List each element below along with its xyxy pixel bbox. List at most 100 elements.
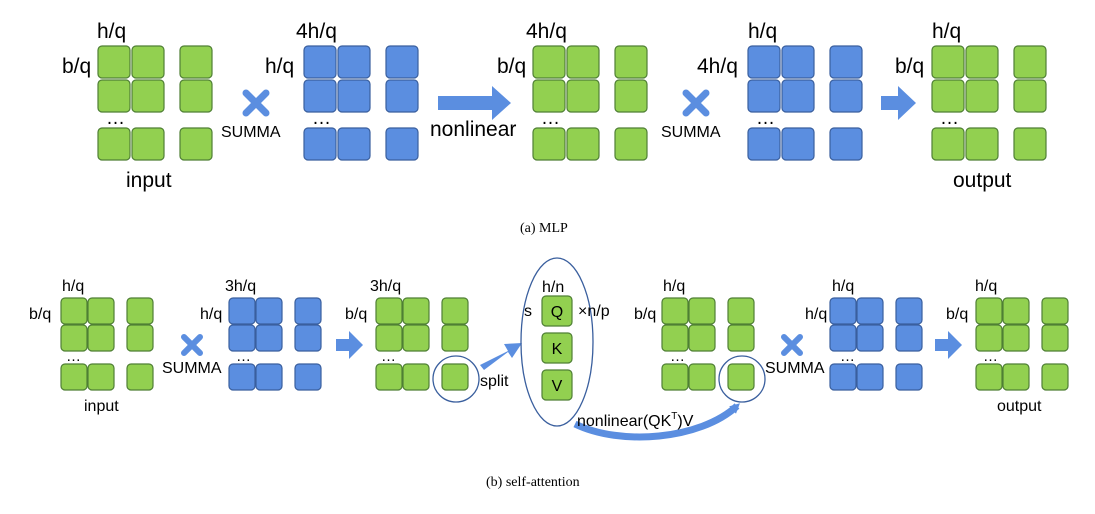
attention-summa-2-label: SUMMA [765, 360, 825, 377]
matrix-block [965, 45, 999, 79]
matrix-block [856, 297, 884, 325]
matrix-block [402, 363, 430, 391]
matrix-block [375, 363, 403, 391]
matrix-block [781, 127, 815, 161]
matrix-block [781, 79, 815, 113]
matrix-block [856, 324, 884, 352]
matrix-block [228, 363, 256, 391]
attention-output-side-label: b/q [946, 306, 968, 323]
mlp-input-dots: … [106, 108, 125, 129]
matrix-block [1041, 324, 1069, 352]
matrix-block [87, 324, 115, 352]
matrix-block [1041, 297, 1069, 325]
matrix-block [747, 45, 781, 79]
matrix-block [566, 127, 600, 161]
matrix-block [661, 363, 689, 391]
matrix-block [829, 324, 857, 352]
matrix-block [747, 127, 781, 161]
matrix-block [441, 324, 469, 352]
matrix-block [126, 324, 154, 352]
matrix-block [126, 297, 154, 325]
matrix-block [829, 363, 857, 391]
attention-output-dots: … [983, 348, 998, 365]
matrix-block [337, 45, 371, 79]
matrix-block [294, 363, 322, 391]
attention-output-label: output [997, 398, 1042, 415]
attention-output-top-label: h/q [975, 278, 997, 295]
matrix-block [781, 45, 815, 79]
matrix-block [532, 127, 566, 161]
mlp-summa-2-label: SUMMA [661, 124, 721, 141]
matrix-block [255, 297, 283, 325]
matrix-block [614, 45, 648, 79]
matrix-block [661, 297, 689, 325]
attention-qkv-matrix [375, 297, 469, 391]
matrix-block [566, 79, 600, 113]
attention-split-label: split [480, 373, 509, 390]
matrix-block [895, 297, 923, 325]
mlp-weight-matrix-1 [303, 45, 419, 161]
attention-k-block: K [541, 332, 573, 364]
attention-k-label: K [552, 341, 563, 358]
matrix-block [1041, 363, 1069, 391]
attention-qkv-top-label: 3h/q [370, 278, 401, 295]
matrix-block [179, 127, 213, 161]
matrix-block [441, 297, 469, 325]
matrix-block [829, 297, 857, 325]
matrix-block [385, 45, 419, 79]
attention-input-top-label: h/q [62, 278, 84, 295]
matrix-block [1002, 324, 1030, 352]
mlp-summa-1-x-cross-icon [242, 89, 270, 117]
matrix-block [688, 324, 716, 352]
attention-qkv-heads-ellipse [520, 257, 594, 427]
matrix-block [87, 363, 115, 391]
mlp-output-top-label: h/q [932, 20, 961, 43]
matrix-block [532, 45, 566, 79]
mlp-input-matrix [97, 45, 213, 161]
matrix-block [228, 297, 256, 325]
matrix-block [441, 363, 469, 391]
mlp-weight-matrix-2 [747, 45, 863, 161]
matrix-block [532, 79, 566, 113]
mlp-w1-dots: … [312, 108, 331, 129]
matrix-block [688, 297, 716, 325]
mlp-w1-side-label: h/q [265, 55, 294, 78]
matrix-block [131, 79, 165, 113]
matrix-block [385, 127, 419, 161]
attention-context-top-label: h/q [663, 278, 685, 295]
matrix-block [97, 45, 131, 79]
attention-v-label: V [552, 378, 563, 395]
attention-nonlinear-curved-arrow-icon [573, 403, 740, 441]
attention-summa-2-x-cross-icon [781, 334, 803, 356]
mlp-input-side-label: b/q [62, 55, 91, 78]
attention-input-side-label: b/q [29, 306, 51, 323]
matrix-block [931, 45, 965, 79]
matrix-block [931, 127, 965, 161]
matrix-block [60, 363, 88, 391]
matrix-block [87, 297, 115, 325]
mlp-hidden-matrix [532, 45, 648, 161]
mlp-input-label: input [126, 169, 172, 192]
matrix-block [294, 324, 322, 352]
matrix-block [829, 127, 863, 161]
matrix-block [375, 297, 403, 325]
mlp-nonlinear-label: nonlinear [430, 118, 516, 141]
attention-summa-1-x-cross-icon [181, 334, 203, 356]
matrix-block [975, 363, 1003, 391]
matrix-block [1002, 297, 1030, 325]
attention-output-weight-matrix [829, 297, 923, 391]
matrix-block [303, 127, 337, 161]
matrix-block [402, 324, 430, 352]
matrix-block [385, 79, 419, 113]
attention-q-label: Q [551, 304, 563, 321]
matrix-block [727, 297, 755, 325]
attention-context-matrix [661, 297, 755, 391]
attention-input-dots: … [66, 348, 81, 365]
mlp-output-side-label: b/q [895, 55, 924, 78]
attention-w-top-label: 3h/q [225, 278, 256, 295]
mlp-summa-1-label: SUMMA [221, 124, 281, 141]
matrix-block [1013, 127, 1047, 161]
matrix-block [303, 45, 337, 79]
matrix-block [566, 45, 600, 79]
